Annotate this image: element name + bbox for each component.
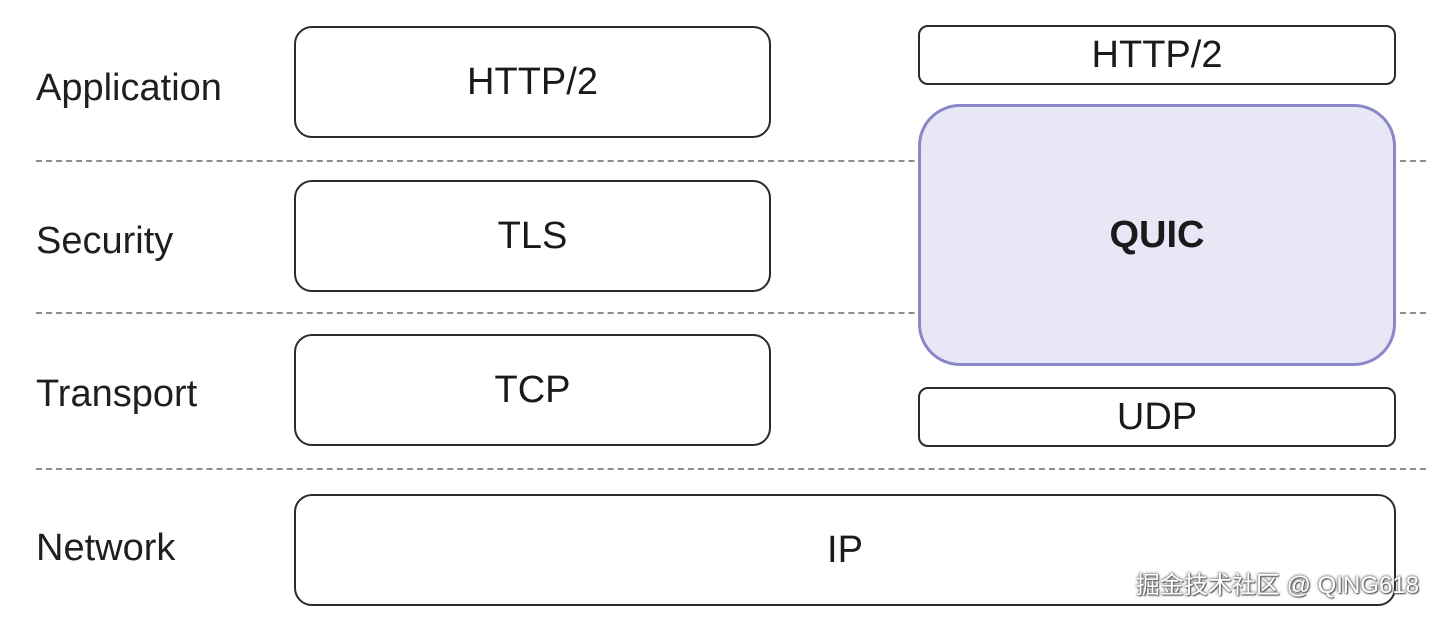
layer-label-application: Application (36, 67, 222, 109)
right-http2-box: HTTP/2 (918, 25, 1396, 85)
layer-label-network: Network (36, 527, 176, 569)
watermark: 掘金技术社区 @ QING618 (1135, 572, 1419, 599)
ip-box: IP (294, 494, 1396, 606)
divider-application-security (36, 160, 1426, 162)
divider-security-transport (36, 312, 1426, 314)
quic-box: QUIC (918, 104, 1396, 366)
udp-box: UDP (918, 387, 1396, 447)
tcp-box: TCP (294, 334, 771, 446)
tls-box: TLS (294, 180, 771, 292)
udp-label: UDP (1116, 395, 1198, 438)
left-http2-label: HTTP/2 (467, 60, 598, 103)
right-http2-label: HTTP/2 (1091, 33, 1223, 76)
divider-transport-network (36, 468, 1426, 470)
quic-label: QUIC (1109, 213, 1205, 256)
layer-label-security: Security (36, 220, 174, 262)
ip-label: IP (827, 528, 863, 571)
layer-label-transport: Transport (36, 373, 198, 415)
left-http2-box: HTTP/2 (294, 26, 771, 138)
tls-label: TLS (497, 214, 568, 257)
tcp-label: TCP (494, 368, 571, 411)
